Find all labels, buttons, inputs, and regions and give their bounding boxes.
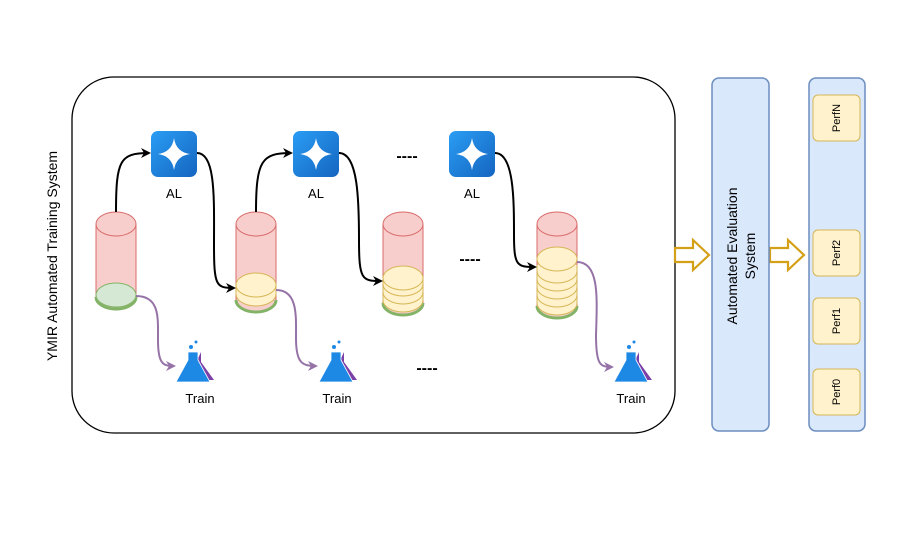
arrow-cyln-to-train3 bbox=[576, 261, 614, 372]
arrow-cyl1-to-train1 bbox=[135, 295, 176, 371]
evaluation-system-panel bbox=[711, 77, 770, 432]
dataset-cylinder-1 bbox=[94, 211, 138, 311]
perf-item-2: Perf2 bbox=[812, 229, 861, 277]
train-label-2: Train bbox=[322, 391, 351, 406]
perf-item-0: Perf0 bbox=[812, 368, 861, 416]
ellipsis-bottom: ---- bbox=[416, 360, 437, 377]
perf-item-1: Perf1 bbox=[812, 297, 861, 345]
system-label: YMIR Automated Training System bbox=[44, 151, 60, 361]
flask-icon-2 bbox=[318, 340, 357, 383]
perf-label-0: Perf0 bbox=[831, 379, 843, 405]
train-flow-arrows bbox=[135, 261, 614, 372]
arrow-cyl2-to-al2 bbox=[255, 148, 293, 213]
al-label-2: AL bbox=[308, 186, 324, 201]
arrow-to-results bbox=[768, 237, 806, 273]
al-flow-arrows bbox=[115, 148, 537, 293]
evaluation-label-line1: Automated Evaluation bbox=[724, 188, 740, 325]
al-label-1: AL bbox=[166, 186, 182, 201]
perf-label-1: Perf1 bbox=[831, 308, 843, 334]
train-label-1: Train bbox=[185, 391, 214, 406]
arrow-cyl2-to-train2 bbox=[275, 289, 318, 371]
perf-label-n: PerfN bbox=[831, 104, 843, 132]
dataset-cylinder-3 bbox=[381, 211, 425, 317]
dataset-cylinder-2 bbox=[234, 211, 278, 314]
training-system-box bbox=[71, 76, 676, 434]
perf-item-n: PerfN bbox=[812, 94, 861, 142]
ellipsis-top: ---- bbox=[396, 148, 417, 165]
arrow-cyl1-to-al1 bbox=[115, 148, 151, 213]
ellipsis-middle: ---- bbox=[459, 251, 480, 268]
dataset-cylinder-n bbox=[535, 211, 579, 320]
al-icon-2 bbox=[293, 131, 339, 177]
arrow-aln-to-cyln bbox=[494, 152, 537, 272]
evaluation-label-line2: System bbox=[742, 233, 758, 280]
arrow-al1-to-cyl2 bbox=[196, 152, 236, 293]
flask-icon-3 bbox=[613, 340, 652, 383]
arrow-to-evaluation bbox=[673, 237, 711, 273]
train-label-3: Train bbox=[616, 391, 645, 406]
al-icon-3 bbox=[449, 131, 495, 177]
al-icon-1 bbox=[151, 131, 197, 177]
perf-label-2: Perf2 bbox=[831, 240, 843, 266]
flask-icon-1 bbox=[175, 340, 214, 383]
al-label-3: AL bbox=[464, 186, 480, 201]
arrow-al2-to-cyl3 bbox=[338, 152, 383, 286]
